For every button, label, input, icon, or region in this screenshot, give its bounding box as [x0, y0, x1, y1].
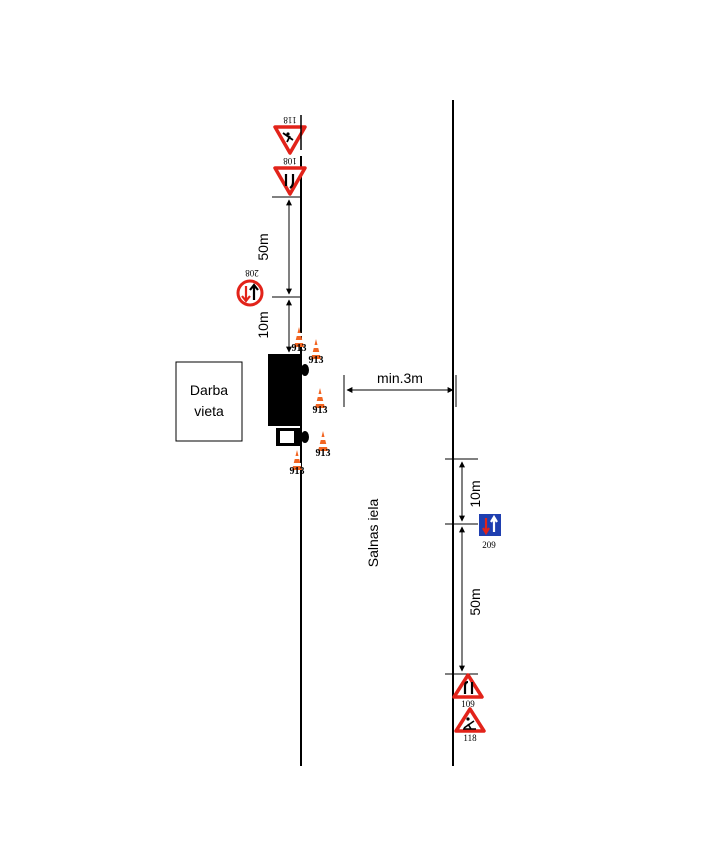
traffic-cone-icon: 913 — [313, 388, 328, 416]
sign-108-left-icon: 108 — [273, 156, 307, 196]
traffic-cone-icon: 913 — [292, 327, 307, 354]
sign-108-left-label: 108 — [283, 156, 297, 166]
dimension-left-50m-label: 50m — [255, 233, 271, 260]
clearance-dimension: min.3m — [343, 370, 457, 407]
sign-209-icon: 209 — [479, 514, 501, 550]
sign-109-label: 109 — [461, 699, 475, 709]
dimension-right-10m-label: 10m — [467, 480, 483, 507]
work-area-label-line1: Darba — [190, 382, 228, 398]
sign-118-left-label: 118 — [283, 115, 297, 125]
traffic-cone-icon: 913 — [309, 339, 324, 366]
dimension-right-50m: 50m — [445, 526, 483, 675]
traffic-cone-icon: 913 — [290, 450, 305, 477]
sign-109-icon: 109 — [452, 673, 484, 709]
sign-208-icon: 208 — [236, 268, 264, 307]
dimension-right-50m-label: 50m — [467, 588, 483, 615]
truck-icon — [268, 354, 309, 446]
clearance-label: min.3m — [377, 370, 423, 386]
cone-label: 913 — [309, 355, 324, 366]
cone-label: 913 — [316, 448, 331, 459]
sign-118-right-label: 118 — [463, 733, 477, 743]
sign-118-left-icon: 118 — [273, 115, 307, 155]
street-name-label: Salnas iela — [365, 499, 381, 568]
work-area: Darba vieta — [175, 361, 243, 442]
sign-209-label: 209 — [482, 540, 496, 550]
dimension-left-10m: 10m — [255, 299, 292, 353]
cone-label: 913 — [292, 343, 307, 354]
cone-label: 913 — [290, 466, 305, 477]
dimension-left-10m-label: 10m — [255, 311, 271, 338]
sign-118-right-icon: 118 — [454, 707, 486, 743]
cone-label: 913 — [313, 405, 328, 416]
traffic-cone-icon: 913 — [316, 431, 331, 459]
sign-208-label: 208 — [245, 268, 259, 278]
dimension-right-10m: 10m — [445, 458, 483, 525]
dimension-left-50m: 50m — [255, 196, 302, 298]
work-area-label-line2: vieta — [194, 403, 224, 419]
